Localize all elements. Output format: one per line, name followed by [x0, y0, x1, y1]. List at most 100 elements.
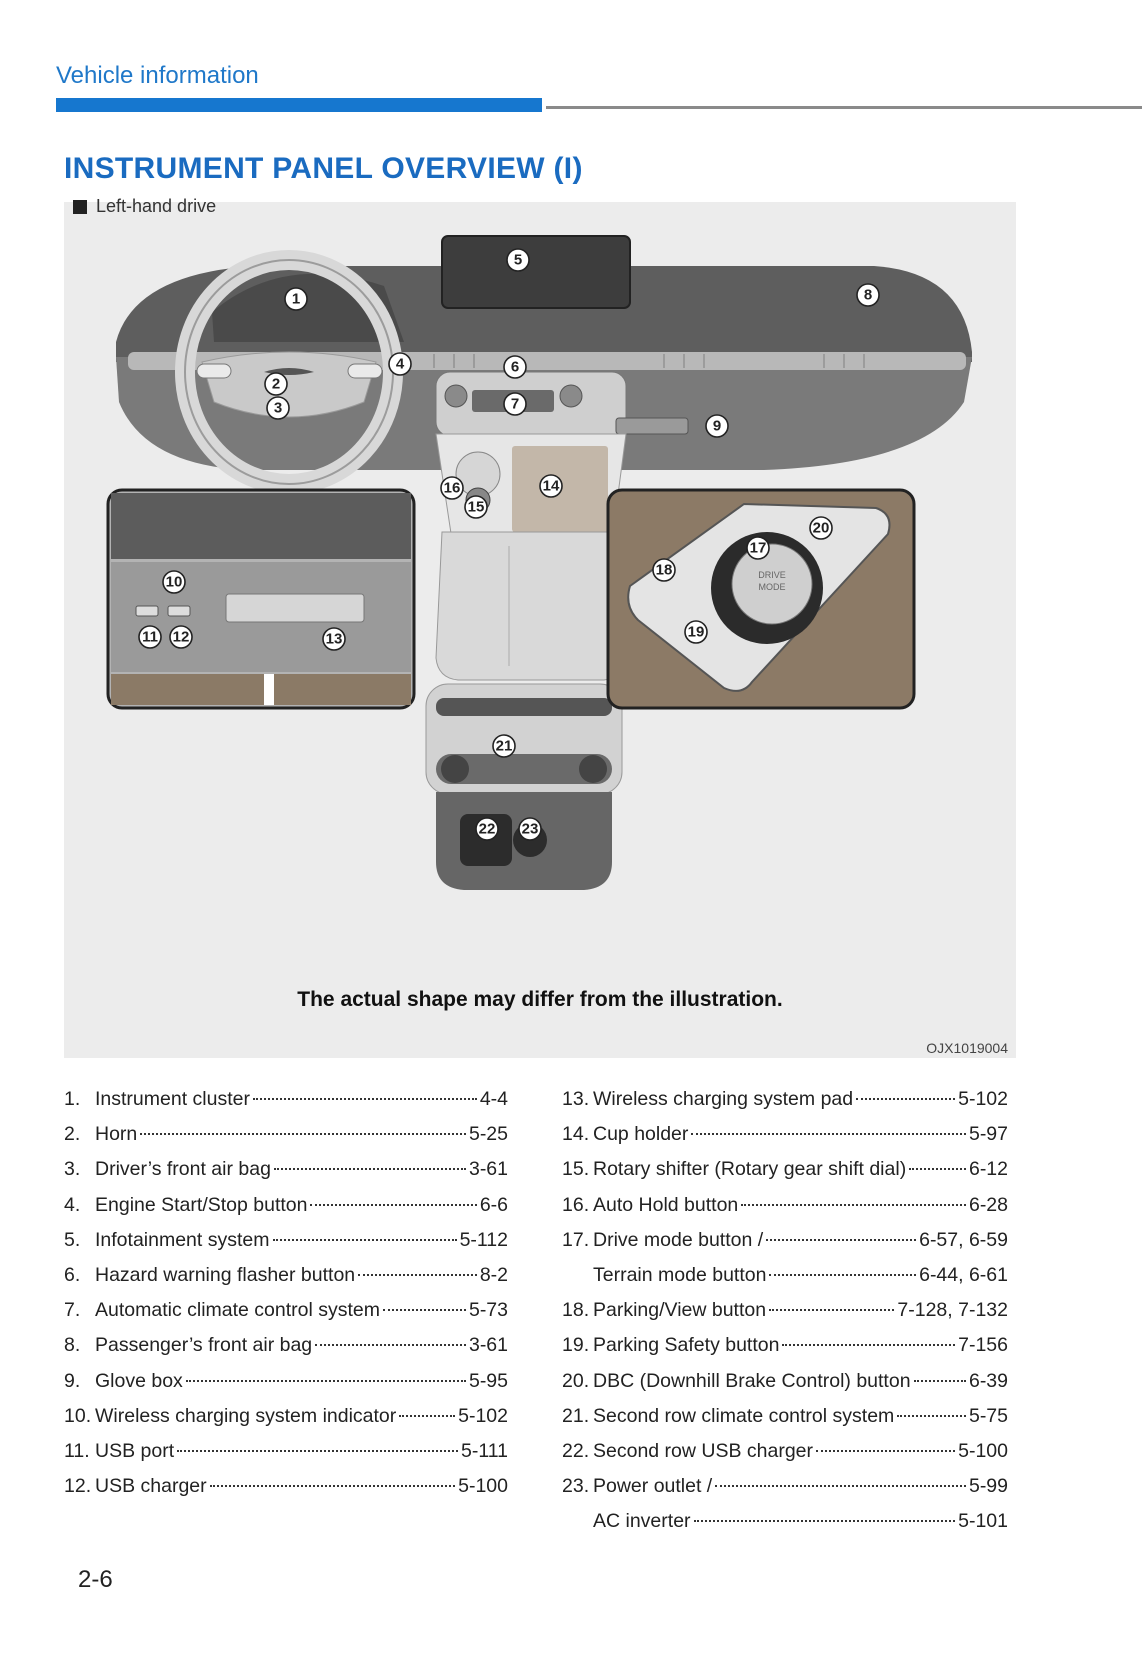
- page-title: INSTRUMENT PANEL OVERVIEW (I): [64, 152, 583, 185]
- item-page: 6-57, 6-59: [919, 1228, 1008, 1251]
- svg-text:13: 13: [326, 631, 343, 648]
- item-page: 7-128, 7-132: [897, 1299, 1008, 1322]
- leader-dots: [913, 1379, 966, 1382]
- item-label: Engine Start/Stop button: [95, 1193, 308, 1216]
- item-page: 4-4: [479, 1088, 508, 1110]
- item-page: 3-61: [468, 1334, 508, 1357]
- item-label: Terrain mode button: [593, 1263, 767, 1286]
- item-number: 1.: [64, 1088, 81, 1110]
- item-page: 6-44, 6-61: [919, 1263, 1008, 1286]
- item-page: 5-101: [958, 1510, 1008, 1533]
- item-page: 6-6: [479, 1193, 508, 1216]
- item-label: AC inverter: [593, 1510, 691, 1533]
- item-number: 10.: [64, 1404, 92, 1427]
- item-number: 20.: [562, 1369, 590, 1392]
- item-page: 5-111: [461, 1439, 508, 1462]
- item-page: 6-12: [968, 1158, 1008, 1181]
- callout-11: 11: [138, 625, 162, 649]
- callout-15: 15: [464, 495, 488, 519]
- svg-text:8: 8: [864, 287, 872, 304]
- item-label: DBC (Downhill Brake Control) button: [593, 1369, 911, 1392]
- item-number: 13.: [562, 1088, 590, 1110]
- item-label: USB charger: [95, 1475, 207, 1498]
- item-label: Passenger’s front air bag: [95, 1334, 313, 1357]
- svg-text:15: 15: [468, 499, 485, 516]
- svg-text:20: 20: [813, 520, 830, 537]
- callout-19: 19: [684, 620, 708, 644]
- item-page: 5-97: [968, 1123, 1008, 1146]
- item-number: 11.: [64, 1439, 90, 1462]
- item-label: Cup holder: [593, 1123, 689, 1146]
- leader-dots: [766, 1238, 917, 1241]
- item-label: Glove box: [95, 1369, 183, 1392]
- item-number: 15.: [562, 1158, 590, 1181]
- svg-text:2: 2: [272, 376, 280, 393]
- item-label: Horn: [95, 1123, 138, 1146]
- callout-6: 6: [503, 355, 527, 379]
- header-rule: [546, 106, 1142, 109]
- svg-text:22: 22: [479, 821, 496, 838]
- item-number: 3.: [64, 1158, 81, 1181]
- item-label: Parking/View button: [593, 1299, 767, 1322]
- svg-text:12: 12: [173, 629, 190, 646]
- svg-text:18: 18: [656, 562, 673, 579]
- item-number: 23.: [562, 1475, 590, 1498]
- svg-text:16: 16: [444, 480, 461, 497]
- item-label: Infotainment system: [95, 1228, 270, 1251]
- item-number: 4.: [64, 1193, 81, 1216]
- callout-4: 4: [388, 352, 412, 376]
- item-label: Auto Hold button: [593, 1193, 739, 1216]
- callout-22: 22: [475, 817, 499, 841]
- svg-text:11: 11: [142, 629, 158, 646]
- item-number: 21.: [562, 1404, 590, 1427]
- drive-mode-text-2: MODE: [759, 582, 786, 592]
- item-page: 5-100: [958, 1439, 1008, 1462]
- svg-text:17: 17: [750, 540, 767, 557]
- list-item: AC inverter 5-101: [562, 1510, 1008, 1545]
- list-item: Terrain mode button 6-44, 6-61: [562, 1264, 1008, 1299]
- callout-1: 1: [284, 287, 308, 311]
- infotainment-screen: [441, 235, 631, 309]
- item-number: 7.: [64, 1299, 81, 1322]
- list-item: 23.Power outlet /5-99: [562, 1475, 1008, 1510]
- leader-dots: [782, 1344, 956, 1347]
- item-label: Parking Safety button: [593, 1334, 780, 1357]
- item-number: 6.: [64, 1263, 81, 1286]
- callout-3: 3: [266, 396, 290, 420]
- drive-caption: Left-hand drive: [73, 196, 216, 217]
- item-label: Automatic climate control system: [95, 1299, 381, 1322]
- callout-14: 14: [539, 474, 563, 498]
- svg-text:23: 23: [522, 821, 539, 838]
- item-number: 2.: [64, 1123, 81, 1146]
- callout-12: 12: [169, 625, 193, 649]
- figure-note: The actual shape may differ from the ill…: [297, 988, 783, 1011]
- item-page: 6-28: [968, 1193, 1008, 1216]
- item-number: 16.: [562, 1193, 590, 1216]
- item-label: Drive mode button /: [593, 1228, 764, 1251]
- callout-9: 9: [705, 414, 729, 438]
- leader-dots: [897, 1414, 966, 1417]
- leader-dots: [769, 1273, 917, 1276]
- header-accent-bar: [56, 98, 542, 112]
- figure-code: OJX1019004: [926, 1040, 1008, 1056]
- leader-dots: [693, 1520, 956, 1523]
- section-header: Vehicle information: [56, 62, 259, 89]
- item-page: 3-61: [468, 1158, 508, 1181]
- item-label: Instrument cluster: [95, 1088, 250, 1110]
- item-number: 5.: [64, 1228, 81, 1251]
- item-number: 22.: [562, 1439, 590, 1462]
- leader-dots: [358, 1273, 477, 1276]
- leader-dots: [185, 1379, 466, 1382]
